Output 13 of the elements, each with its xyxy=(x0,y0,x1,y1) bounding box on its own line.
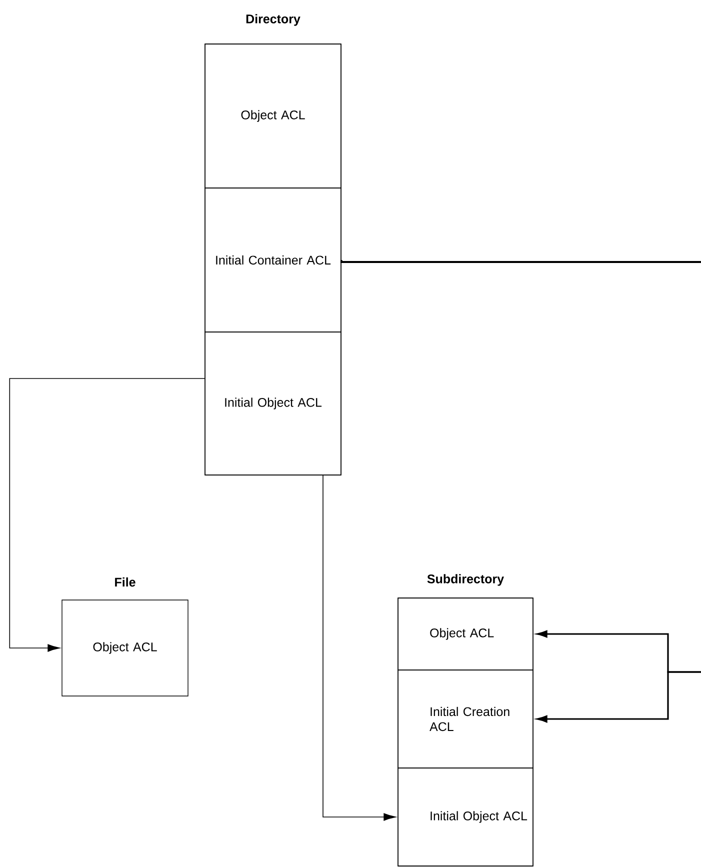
table-cell: Initial Object ACL xyxy=(204,332,342,476)
node-label: Directory xyxy=(246,14,300,26)
table-cell: Object ACL xyxy=(398,598,534,670)
table-cell: Initial Creation ACL xyxy=(398,670,534,768)
table-cell: Initial Object ACL xyxy=(398,768,534,866)
node-label: File xyxy=(115,577,136,587)
arrow xyxy=(322,474,396,821)
table-cell: Object ACL xyxy=(204,44,342,188)
arrow xyxy=(536,671,701,723)
arrow xyxy=(9,378,206,652)
table-cell: Initial Container ACL xyxy=(204,188,342,332)
table-box: File Object ACL xyxy=(62,577,188,696)
node-label: Subdirectory xyxy=(427,574,504,586)
